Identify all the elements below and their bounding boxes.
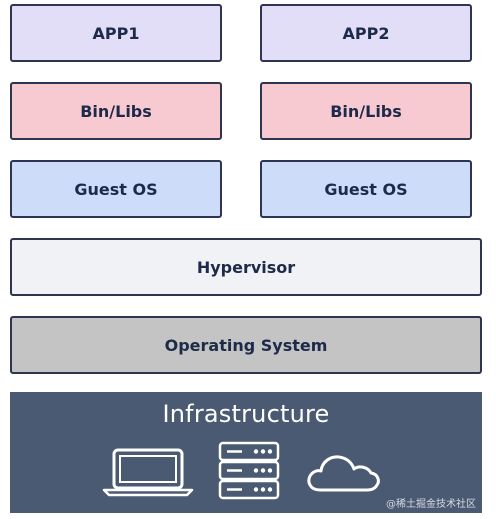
app1-box: APP1 <box>10 4 222 62</box>
cloud-icon <box>307 455 380 492</box>
infrastructure-title: Infrastructure <box>162 400 330 428</box>
hypervisor-box: Hypervisor <box>10 238 482 296</box>
operating-system-label: Operating System <box>164 335 328 355</box>
guest-os-label-1: Guest OS <box>74 179 158 199</box>
bin-libs-box-2: Bin/Libs <box>260 82 472 140</box>
app2-label: APP2 <box>342 23 390 43</box>
guest-os-box-1: Guest OS <box>10 160 222 218</box>
bin-libs-label-2: Bin/Libs <box>330 101 402 121</box>
hypervisor-label: Hypervisor <box>196 257 296 277</box>
app2-box: APP2 <box>260 4 472 62</box>
server-icon <box>218 441 280 500</box>
infrastructure-panel: Infrastructure @稀土掘金技术社区 <box>10 392 482 513</box>
guest-os-box-2: Guest OS <box>260 160 472 218</box>
watermark-text: @稀土掘金技术社区 <box>386 499 476 510</box>
bin-libs-box-1: Bin/Libs <box>10 82 222 140</box>
app1-label: APP1 <box>92 23 140 43</box>
guest-os-label-2: Guest OS <box>324 179 408 199</box>
laptop-icon <box>102 448 194 497</box>
bin-libs-label-1: Bin/Libs <box>80 101 152 121</box>
operating-system-box: Operating System <box>10 316 482 374</box>
